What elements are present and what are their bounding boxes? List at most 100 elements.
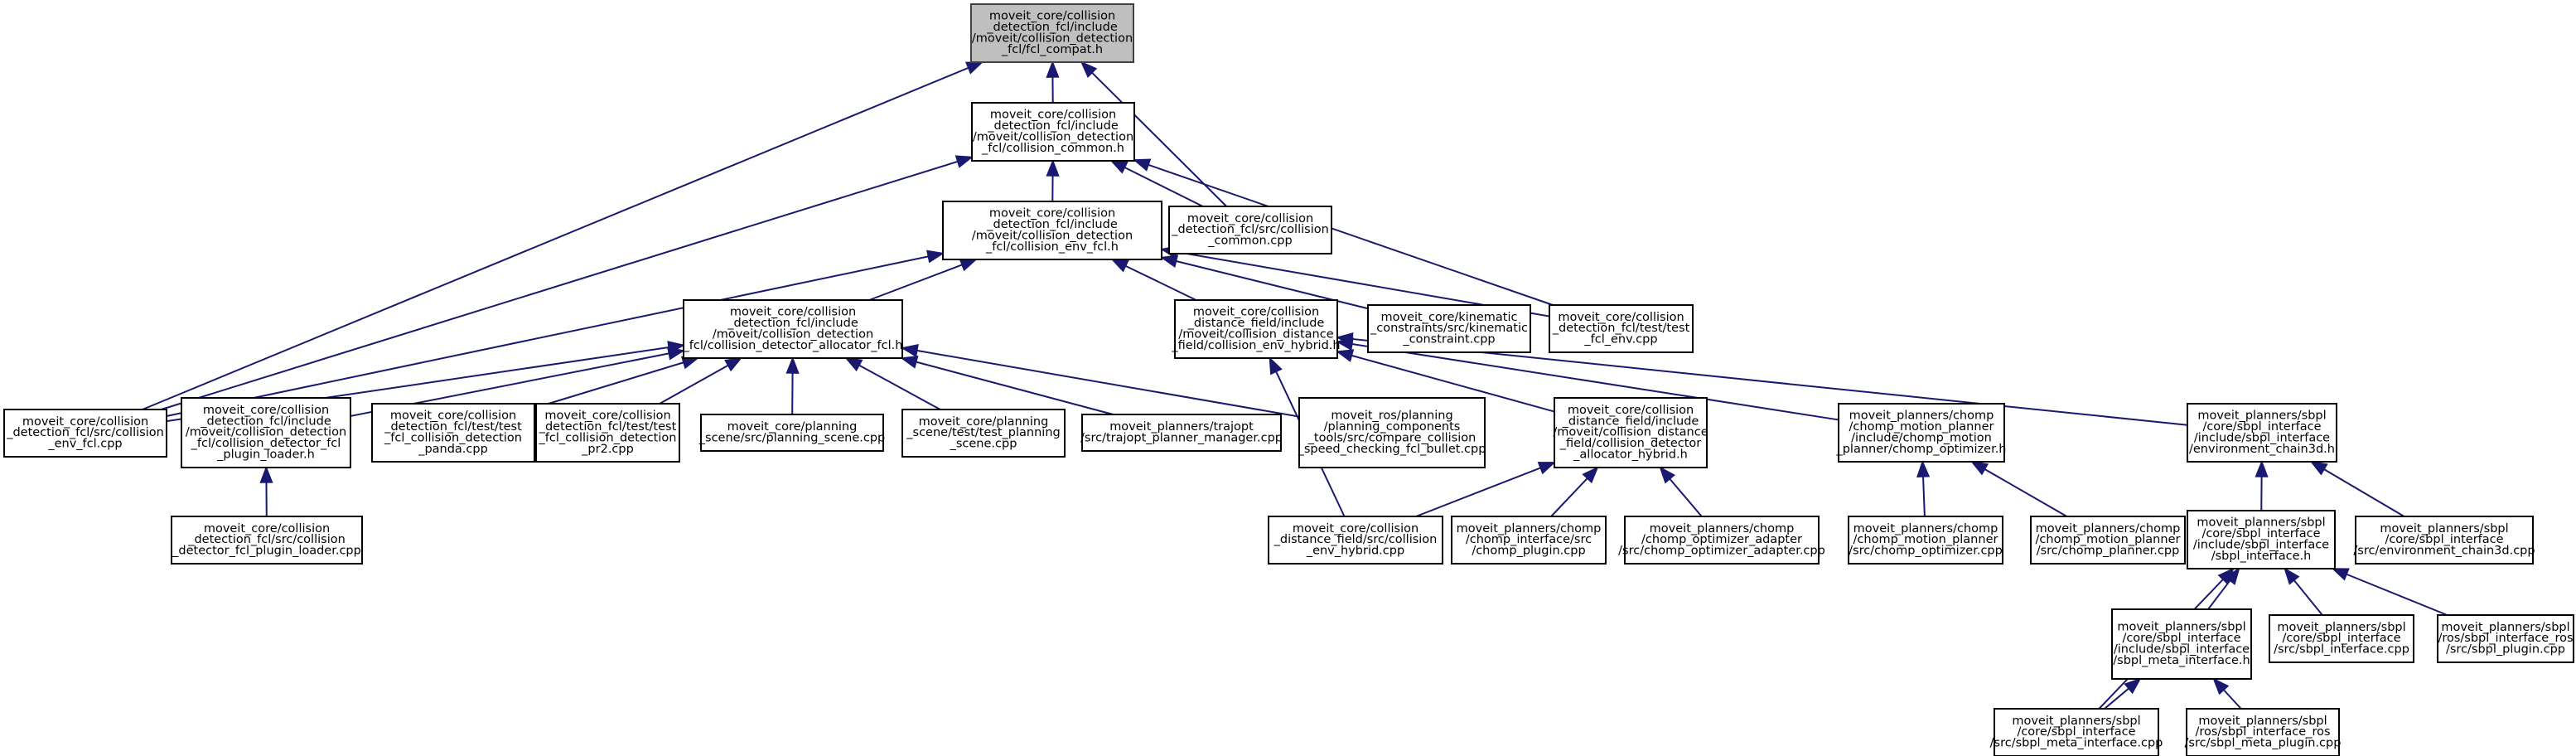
node-box xyxy=(2437,614,2574,663)
file-node-n19[interactable]: moveit_planners/sbpl/core/sbpl_interface… xyxy=(2187,403,2337,463)
node-label-line: moveit_core/collision xyxy=(22,415,148,429)
node-label-line: /src/sbpl_plugin.cpp xyxy=(2446,643,2565,657)
node-box xyxy=(2111,608,2252,680)
node-label-line: _fcl_collision_detection xyxy=(539,431,677,444)
node-box xyxy=(1848,516,2003,565)
file-node-n3[interactable]: moveit_core/collision_detection_fcl/incl… xyxy=(942,201,1162,260)
file-node-n21[interactable]: moveit_core/collision_distance_field/src… xyxy=(1268,516,1443,565)
file-node-n6[interactable]: moveit_core/collision_distance_field/inc… xyxy=(1171,299,1341,359)
arrowhead xyxy=(1659,466,1675,484)
edge-line xyxy=(2223,689,2242,710)
file-node-n18[interactable]: moveit_planners/chomp/chomp_motion_plann… xyxy=(1835,403,2007,463)
node-box xyxy=(1554,397,1708,468)
node-label-line: /moveit/collision_distance xyxy=(1178,327,1333,341)
edge-n13-to-n5 xyxy=(785,356,800,415)
edge-line xyxy=(1351,343,1839,421)
edge-n20-to-n10 xyxy=(259,465,273,517)
edge-n11-to-n5 xyxy=(534,356,700,410)
node-label-line: /sbpl_interface.h xyxy=(2211,550,2312,563)
node-label-line: moveit_planners/sbpl xyxy=(2441,621,2569,634)
node-label-line: _fcl_collision_detection xyxy=(384,431,522,444)
node-box xyxy=(1298,397,1486,468)
arrowhead xyxy=(1916,459,1931,478)
file-node-n14[interactable]: moveit_core/planning_scene/test/test_pla… xyxy=(901,409,1066,458)
file-node-n7[interactable]: moveit_core/kinematic_constraints/src/ki… xyxy=(1367,304,1531,353)
edge-n4-to-n2 xyxy=(1109,160,1204,207)
file-node-n20[interactable]: moveit_core/collision_detection_fcl/src/… xyxy=(171,516,363,565)
file-node-n12[interactable]: moveit_core/collision_detection_fcl/test… xyxy=(535,403,680,463)
file-node-n13[interactable]: moveit_core/planning_scene/src/planning_… xyxy=(698,414,885,452)
edge-line xyxy=(2323,468,2405,517)
node-label-line: _distance_field/src/collision xyxy=(1274,533,1438,546)
node-label-line: moveit_planners/sbpl xyxy=(2198,715,2327,728)
file-node-n15[interactable]: moveit_planners/trajopt/src/trajopt_plan… xyxy=(1080,414,1283,452)
file-node-n9[interactable]: moveit_core/collision_detection_fcl/src/… xyxy=(3,409,167,458)
node-label-line: moveit_planners/sbpl xyxy=(2117,621,2245,634)
node-label-line: /src/sbpl_meta_plugin.cpp xyxy=(2185,737,2342,750)
file-node-n26[interactable]: moveit_planners/sbpl/core/sbpl_interface… xyxy=(2187,510,2336,569)
arrowhead xyxy=(2331,568,2350,581)
edge-line xyxy=(1984,468,2067,517)
node-label-line: moveit_planners/chomp xyxy=(1457,522,1602,536)
node-label-line: /chomp_plugin.cpp xyxy=(1472,545,1585,558)
file-node-n27[interactable]: moveit_planners/sbpl/core/sbpl_interface… xyxy=(2353,516,2535,565)
edge-line xyxy=(1550,477,1588,517)
file-node-n29[interactable]: moveit_planners/sbpl/core/sbpl_interface… xyxy=(2269,614,2414,663)
file-node-n1[interactable]: moveit_core/collision_detection_fcl/incl… xyxy=(970,3,1134,63)
node-label-line: moveit_ros/planning xyxy=(1331,410,1452,423)
edge-line xyxy=(142,66,969,410)
node-box xyxy=(2355,516,2534,565)
file-node-n32[interactable]: moveit_planners/sbpl/ros/sbpl_interface_… xyxy=(2185,708,2342,756)
node-label-line: _tools/src/compare_collision xyxy=(1307,431,1476,444)
node-label-line: /src/sbpl_meta_interface.cpp xyxy=(1990,737,2163,750)
node-box xyxy=(1367,304,1531,353)
edge-n21-to-n17 xyxy=(1415,462,1556,517)
node-label-line: _fcl/collision_env_fcl.h xyxy=(985,240,1119,254)
node-label-line: /moveit/collision_detection xyxy=(186,426,346,439)
node-label-line: /src/trajopt_planner_manager.cpp xyxy=(1080,431,1283,444)
node-label-line: /core/sbpl_interface xyxy=(2385,533,2503,546)
file-node-n22[interactable]: moveit_planners/chomp/chomp_interface/sr… xyxy=(1451,516,1607,565)
edge-n31-to-n28 xyxy=(2104,677,2142,710)
edge-line xyxy=(1415,467,1541,517)
node-label-line: /moveit/collision_distance xyxy=(1553,426,1708,439)
node-label-line: moveit_planners/sbpl xyxy=(2012,715,2140,728)
file-node-n4[interactable]: moveit_core/collision_detection_fcl/src/… xyxy=(1168,206,1332,254)
node-label-line: moveit_planners/sbpl xyxy=(2277,621,2405,634)
node-label-line: moveit_core/collision xyxy=(989,207,1115,220)
node-label-line: moveit_planners/sbpl xyxy=(2197,410,2326,423)
node-label-line: _planner/chomp_optimizer.h xyxy=(1835,443,2006,456)
node-label-line: moveit_core/collision xyxy=(730,306,856,319)
node-label-line: /include/sbpl_interface xyxy=(2114,642,2250,656)
arrowhead xyxy=(1335,332,1354,346)
file-node-n8[interactable]: moveit_core/collision_detection_fcl/test… xyxy=(1549,304,1694,353)
file-node-n30[interactable]: moveit_planners/sbpl/ros/sbpl_interface_… xyxy=(2437,614,2574,663)
file-node-n23[interactable]: moveit_planners/chomp/chomp_optimizer_ad… xyxy=(1618,516,1825,565)
node-label-line: /chomp_interface/src xyxy=(1466,533,1592,546)
node-label-line: _constraints/src/kinematic xyxy=(1370,322,1528,335)
node-label-line: _detection_fcl/src/collision xyxy=(6,426,164,439)
node-label-line: moveit_planners/chomp xyxy=(1650,522,1795,536)
arrowhead xyxy=(1582,466,1599,484)
arrowhead xyxy=(900,356,919,369)
file-node-n28[interactable]: moveit_planners/sbpl/core/sbpl_interface… xyxy=(2111,608,2252,680)
edge-line xyxy=(1125,264,1197,301)
file-node-n16[interactable]: moveit_ros/planning/planning_components_… xyxy=(1298,397,1486,468)
node-label-line: moveit_core/planning xyxy=(919,415,1049,429)
file-node-n31[interactable]: moveit_planners/sbpl/core/sbpl_interface… xyxy=(1990,708,2163,756)
arrowhead xyxy=(1109,160,1129,174)
file-node-n5[interactable]: moveit_core/collision_detection_fcl/incl… xyxy=(683,299,903,359)
file-node-n2[interactable]: moveit_core/collision_detection_fcl/incl… xyxy=(971,102,1135,162)
node-label-line: _detection_fcl/src/collision xyxy=(187,533,346,546)
file-node-n25[interactable]: moveit_planners/chomp/chomp_motion_plann… xyxy=(2030,516,2186,565)
file-node-n24[interactable]: moveit_planners/chomp/chomp_motion_plann… xyxy=(1848,516,2003,565)
file-node-n10[interactable]: moveit_core/collision_detection_fcl/incl… xyxy=(181,397,351,468)
node-box xyxy=(971,102,1135,162)
arrowhead xyxy=(1046,158,1060,177)
node-label-line: _distance_field/include xyxy=(1562,414,1699,428)
file-node-n17[interactable]: moveit_core/collision_distance_field/inc… xyxy=(1553,397,1708,468)
file-node-n11[interactable]: moveit_core/collision_detection_fcl/test… xyxy=(371,403,535,463)
edge-n2-to-n1 xyxy=(1046,60,1060,104)
arrowhead xyxy=(724,356,743,372)
node-label-line: /environment_chain3d.h xyxy=(2189,443,2335,456)
